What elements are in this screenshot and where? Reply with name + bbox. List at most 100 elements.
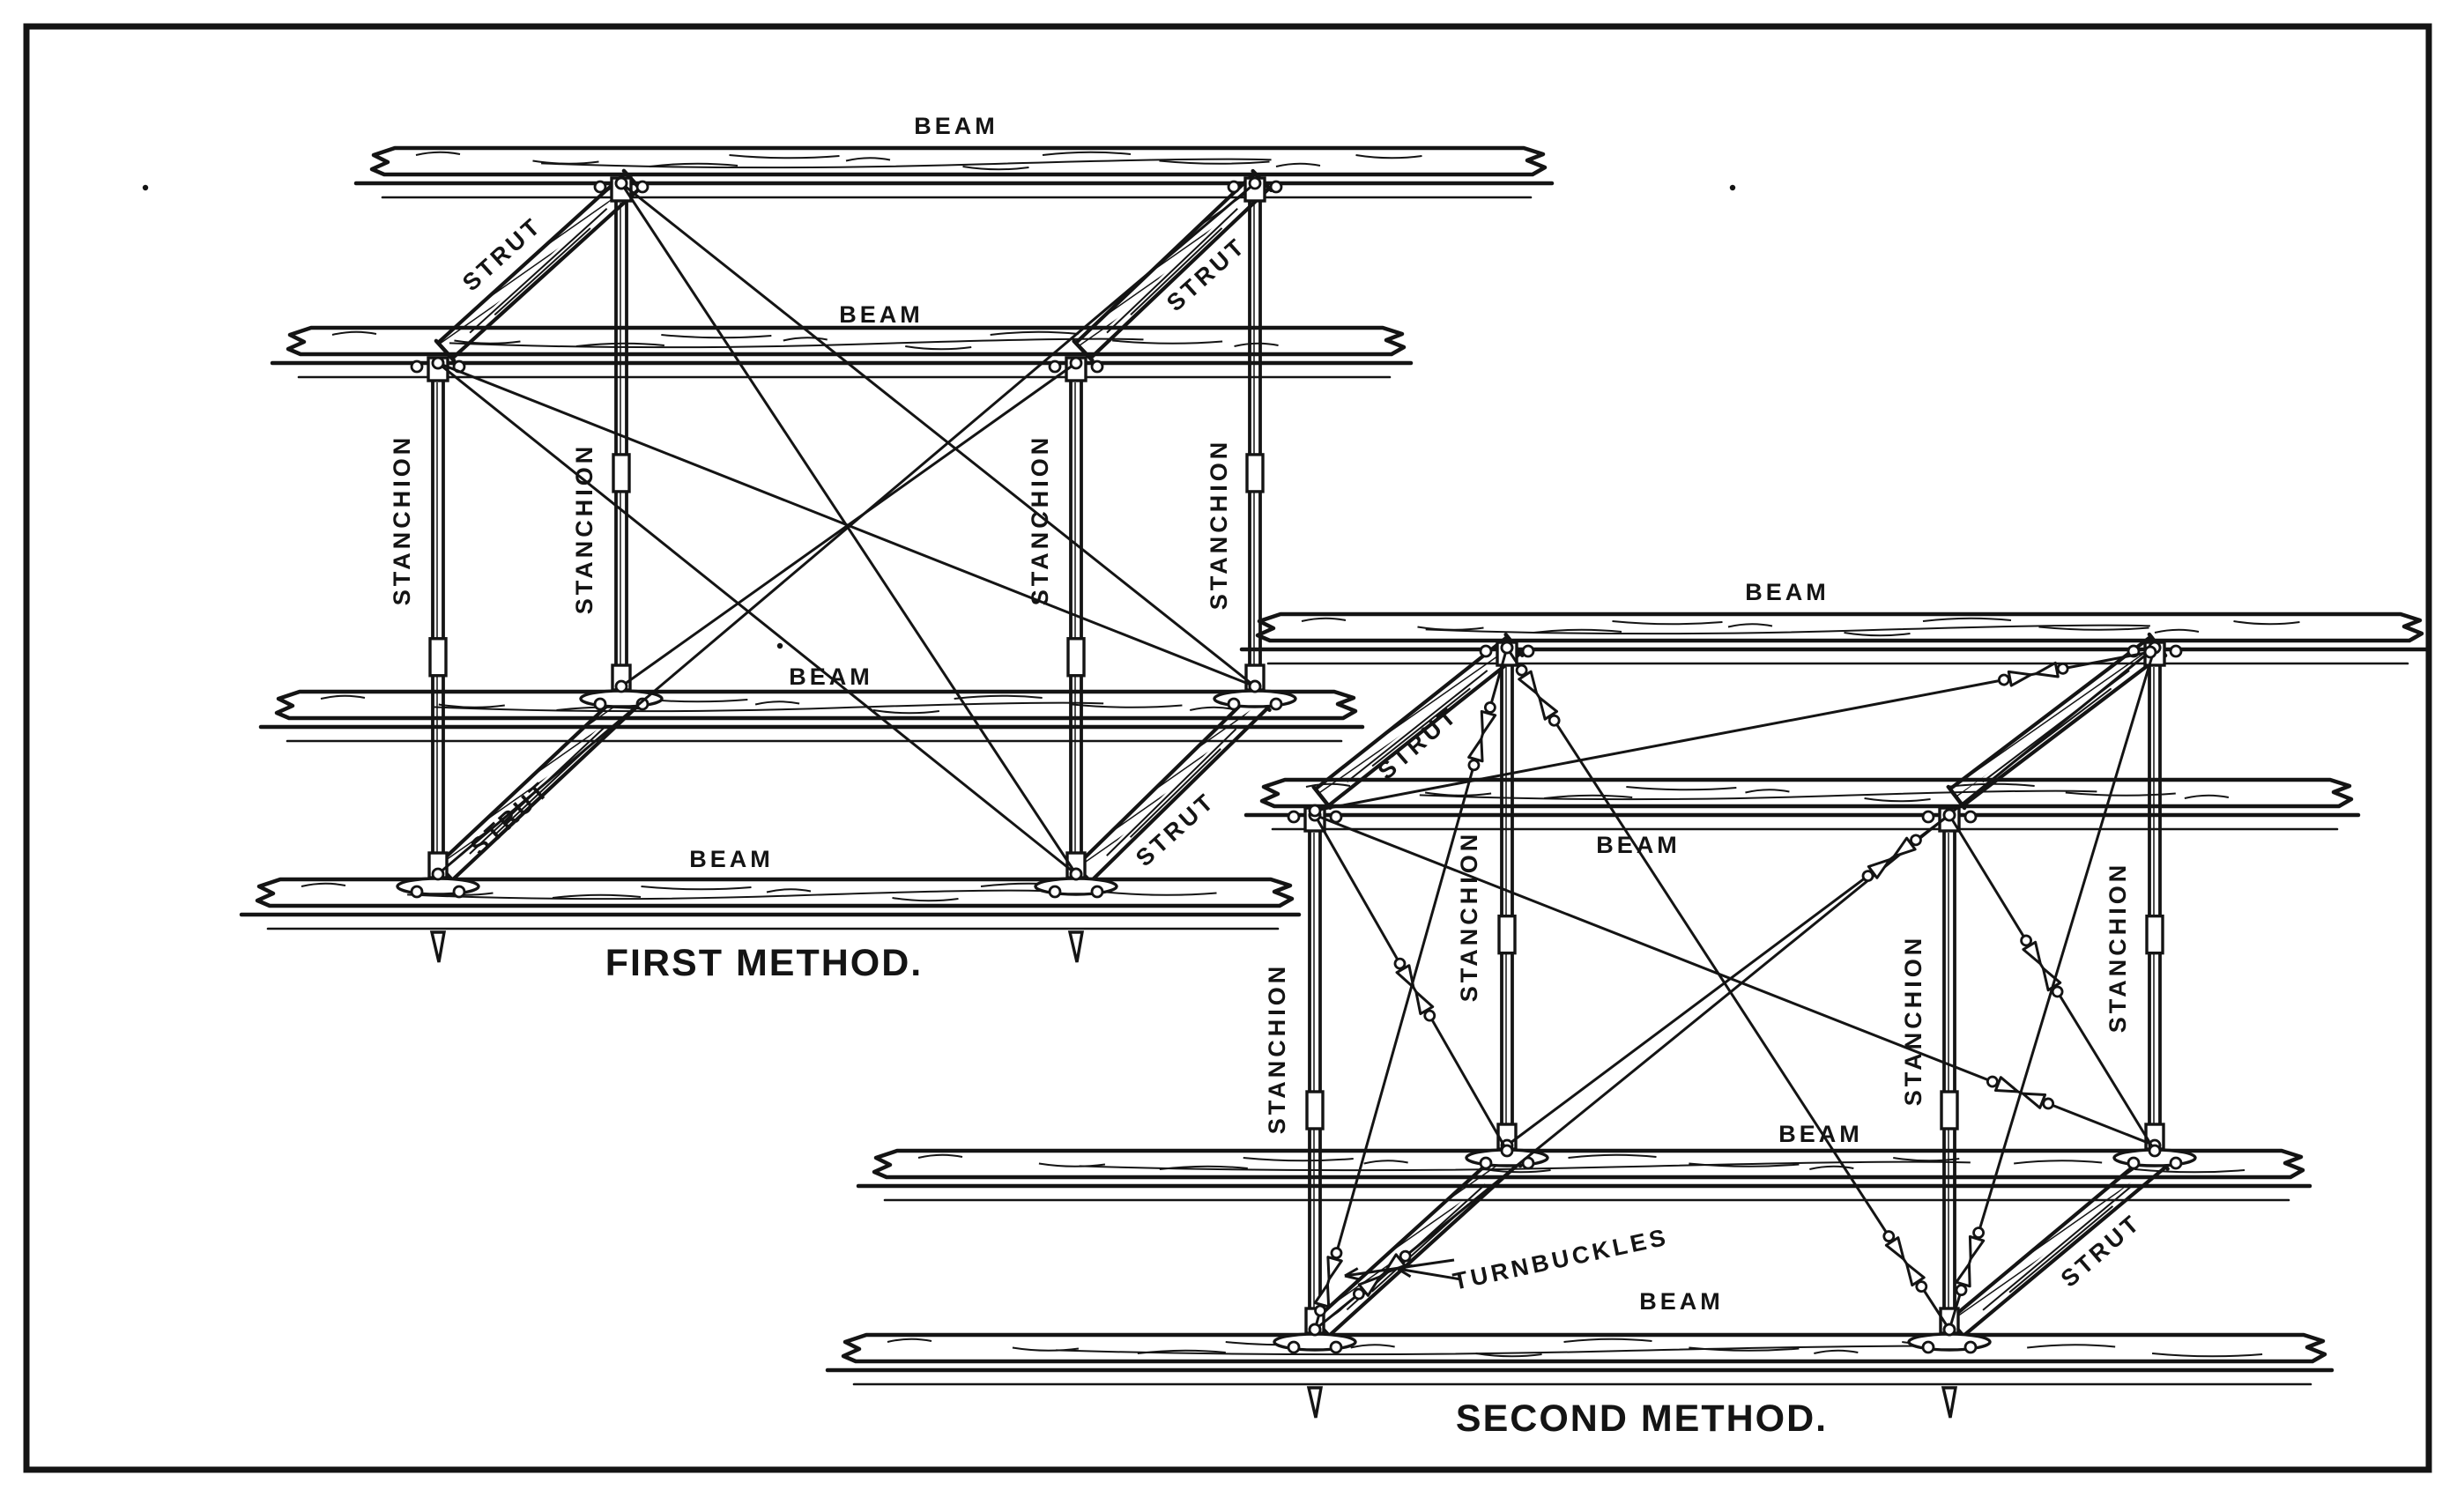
tie-wire <box>431 176 1262 881</box>
wood-grain <box>1106 891 1217 896</box>
wood-grain <box>1056 1345 1981 1356</box>
wire-eye-icon <box>1942 808 1956 822</box>
wood-grain <box>754 700 800 706</box>
wood-grain <box>2151 1353 2263 1358</box>
wire-eye-icon <box>431 867 445 881</box>
turnbuckle-icon <box>1997 661 2069 687</box>
stanchion-foot <box>1067 930 1085 963</box>
beam-plank <box>274 689 1358 721</box>
wood-grain <box>1727 623 1773 628</box>
stanchion-back-left: STANCHION <box>571 176 664 711</box>
wire-eye-icon <box>2148 1144 2162 1158</box>
beam-top-back-beam: BEAM <box>353 113 1555 199</box>
stanchion-base-plate <box>1907 1332 1992 1352</box>
stanchion-label: STANCHION <box>1264 963 1290 1135</box>
eye-bolt-icon <box>1963 810 1978 824</box>
stanchion-foot <box>429 930 447 963</box>
wood-grain <box>1301 617 1347 622</box>
stanchion-foot <box>1306 1386 1324 1419</box>
callout-arrow <box>1397 1267 1462 1281</box>
beam-bottom-front-beam: BEAM <box>825 1288 2335 1386</box>
wood-grain <box>433 701 1104 713</box>
wood-grain <box>2233 620 2300 626</box>
stanchion-front-left: STANCHION <box>389 356 480 963</box>
stanchion-base-plate <box>1213 689 1297 708</box>
wire-eye-icon <box>1308 1323 1322 1337</box>
turnbuckles-label: TURNBUCKLES <box>1451 1224 1671 1295</box>
strut-grain <box>2008 1205 2114 1293</box>
wood-grain <box>887 1338 932 1343</box>
strut-label: STRUT <box>1162 232 1251 316</box>
wood-grain <box>415 151 461 156</box>
strut-hatch <box>1315 636 1514 797</box>
eye-bolt-icon <box>1479 1156 1493 1170</box>
strut-hatch <box>437 690 631 872</box>
wood-grain <box>1809 1165 1854 1170</box>
ink-speck <box>776 642 783 649</box>
turnbuckle-icon <box>1393 957 1436 1022</box>
eye-bolt-icon <box>1921 1340 1935 1354</box>
wood-grain <box>407 889 1050 901</box>
tie-wire <box>614 176 1262 693</box>
eye-bolt-icon <box>593 697 607 711</box>
stanchion-base-plate <box>579 689 664 708</box>
wood-grain <box>1626 786 1737 791</box>
wood-grain <box>1350 1344 1395 1349</box>
stanchion-sleeve <box>1305 1090 1325 1130</box>
beam-bottom-back-beam: BEAM <box>258 663 1365 743</box>
wood-grain <box>2134 1168 2245 1174</box>
wire-eye-icon <box>2143 645 2157 659</box>
tie-wire <box>1942 808 2162 1158</box>
turnbuckle-icon <box>2020 934 2064 998</box>
wood-grain <box>1275 162 1321 167</box>
wood-grain <box>2014 1160 2103 1165</box>
stanchion-sleeve <box>1066 637 1086 678</box>
eye-bolt-icon <box>593 180 607 194</box>
wood-grain <box>1568 1153 1657 1159</box>
wood-grain <box>2065 791 2176 797</box>
stanchion-label: STANCHION <box>1456 831 1482 1003</box>
stanchion-base-plate <box>1034 877 1118 896</box>
tie-wire <box>1500 808 1956 1153</box>
wood-grain <box>1922 617 2012 622</box>
wire-eye-icon <box>1308 804 1322 818</box>
wood-grain <box>1814 1349 1859 1354</box>
eye-bolt-icon <box>410 885 424 899</box>
eye-bolt-icon <box>2169 1156 2183 1170</box>
strut-hatch <box>1949 1150 2159 1328</box>
tie-wire <box>1308 808 1514 1158</box>
wood-grain <box>1864 797 1931 803</box>
wood-grain <box>990 330 1079 336</box>
wood-grain <box>2154 628 2200 634</box>
strut-grain <box>494 227 591 316</box>
wood-grain <box>1425 624 2150 635</box>
wood-grain <box>845 157 891 162</box>
eye-bolt-icon <box>1963 1340 1978 1354</box>
wood-grain <box>661 334 772 339</box>
wood-grain <box>905 345 972 351</box>
tie-wire <box>1500 641 1956 1337</box>
eye-bolt-icon <box>1090 885 1104 899</box>
wood-grain <box>1159 159 1270 165</box>
beam-label: BEAM <box>1778 1121 1863 1147</box>
stanchion-sleeve <box>428 637 448 678</box>
wire-eye-icon <box>1500 1144 1514 1158</box>
stanchion-sleeve <box>612 453 631 493</box>
wood-grain <box>552 893 642 899</box>
tie-wire <box>1308 645 2157 818</box>
eye-bolt-icon <box>1287 810 1301 824</box>
wire-eye-icon <box>1248 176 1262 190</box>
stanchion-sleeve <box>2145 914 2164 955</box>
beam-top-back-beam: BEAM <box>1239 579 2431 665</box>
stanchion-back-left: STANCHION <box>1456 641 1549 1170</box>
stanchion-back-right: STANCHION <box>2104 641 2197 1170</box>
tie-wire <box>1308 641 2162 1337</box>
stanchion-label: STANCHION <box>1206 439 1232 611</box>
first-method-caption: FIRST METHOD. <box>605 942 923 984</box>
beam-plank <box>841 1332 2327 1364</box>
beam-bottom-front-beam: BEAM <box>239 846 1302 930</box>
wood-grain <box>1243 1157 1354 1162</box>
tie-wire <box>614 356 1083 693</box>
strut-hatch <box>1949 636 2157 797</box>
